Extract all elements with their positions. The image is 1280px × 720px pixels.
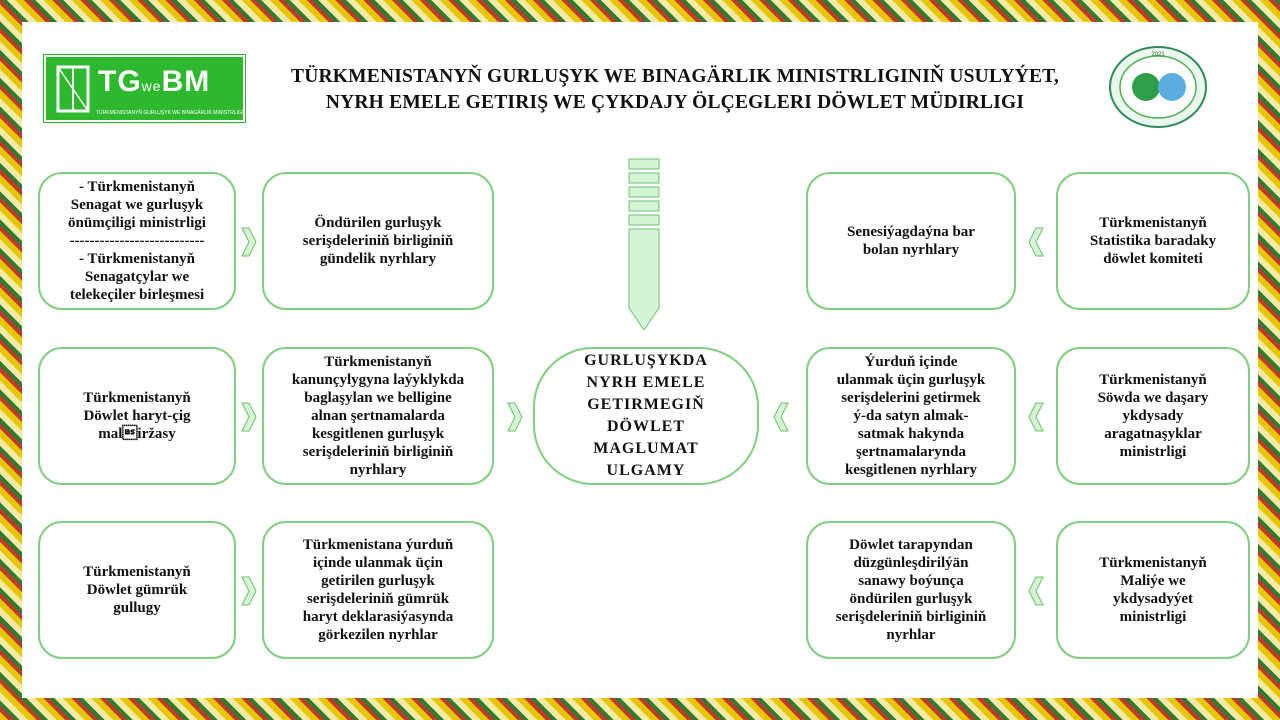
box-text: Türkmenistanyň Söwda we daşary ykdysady …: [1097, 372, 1209, 460]
page-title: TÜRKMENISTANYŇ GURLUŞYK WE BINAGÄRLIK MI…: [250, 64, 1100, 116]
box-text: Senesiýagdaýna bar bolan nyrhlary: [847, 224, 975, 258]
data-box-customs-prices: Türkmenistana ýurduň içinde ulanmak üçin…: [262, 521, 494, 659]
title-line-1: TÜRKMENISTANYŇ GURLUŞYK WE BINAGÄRLIK MI…: [291, 66, 1059, 87]
box-text: Türkmenistanyň Döwlet gümrük gullugy: [83, 564, 191, 616]
box-text: Türkmenistanyň kanunçylygyna laýyklykda …: [291, 354, 465, 478]
chevron-left-icon: [1028, 576, 1044, 606]
logo-text: TGweBM: [98, 65, 211, 98]
chevron-right-icon: [241, 227, 257, 257]
box-text: - Türkmenistanyň Senagat we gurluşyk önü…: [68, 179, 206, 303]
ministry-emblem: 2021: [1109, 46, 1207, 128]
box-text: Öndürilen gurluşyk serişdeleriniň birlig…: [302, 215, 454, 267]
building-icon: [56, 65, 90, 113]
chevron-right-icon: [241, 402, 257, 432]
logo-subtitle: TÜRKMENISTANYŇ GURLUŞYK WE BINAGÄRLIK MI…: [96, 110, 244, 116]
data-box-current-prices: Senesiýagdaýna bar bolan nyrhlary: [806, 172, 1016, 310]
chevron-left-icon: [1028, 227, 1044, 257]
box-text: Türkmenistanyň Statistika baradaky döwle…: [1089, 215, 1217, 267]
box-text: Türkmenistanyň Döwlet haryt-çig malirža…: [83, 390, 191, 442]
title-line-2: NYRH EMELE GETIRIŞ WE ÇYKDAJY ÖLÇEGLERI …: [325, 92, 1025, 113]
data-box-daily-prices: Öndürilen gurluşyk serişdeleriniň birlig…: [262, 172, 494, 310]
source-box-statistics: Türkmenistanyň Statistika baradaky döwle…: [1056, 172, 1250, 310]
chevron-right-icon: [241, 576, 257, 606]
chevron-right-icon: [507, 402, 523, 432]
source-box-trade: Türkmenistanyň Söwda we daşary ykdysady …: [1056, 347, 1250, 485]
box-text: Döwlet tarapyndan düzgünleşdirilýän sana…: [835, 537, 987, 643]
tgwebm-logo: TGweBM TÜRKMENISTANYŇ GURLUŞYK WE BINAGÄ…: [43, 54, 246, 123]
box-text: Türkmenistanyň Maliýe we ykdysadyýet min…: [1099, 555, 1207, 625]
source-box-exchange: Türkmenistanyň Döwlet haryt-çig malirža…: [38, 347, 236, 485]
box-text: Ýurduň içinde ulanmak üçin gurluşyk seri…: [836, 354, 986, 478]
chevron-left-icon: [773, 402, 789, 432]
source-box-finance: Türkmenistanyň Maliýe we ykdysadyýet min…: [1056, 521, 1250, 659]
source-box-industry: - Türkmenistanyň Senagat we gurluşyk önü…: [38, 172, 236, 310]
data-box-import-contract-prices: Ýurduň içinde ulanmak üçin gurluşyk seri…: [806, 347, 1016, 485]
data-box-contract-prices: Türkmenistanyň kanunçylygyna laýyklykda …: [262, 347, 494, 485]
center-text: GURLUŞYKDA NYRH EMELE GETIRMEGIŇ DÖWLET …: [584, 352, 708, 479]
down-arrow-icon: [628, 158, 660, 331]
source-box-customs: Türkmenistanyň Döwlet gümrük gullugy: [38, 521, 236, 659]
chevron-left-icon: [1028, 402, 1044, 432]
emblem-year: 2021: [1151, 52, 1165, 58]
data-box-regulated-prices: Döwlet tarapyndan düzgünleşdirilýän sana…: [806, 521, 1016, 659]
central-information-system: GURLUŞYKDA NYRH EMELE GETIRMEGIŇ DÖWLET …: [533, 347, 759, 485]
box-text: Türkmenistana ýurduň içinde ulanmak üçin…: [302, 537, 454, 643]
